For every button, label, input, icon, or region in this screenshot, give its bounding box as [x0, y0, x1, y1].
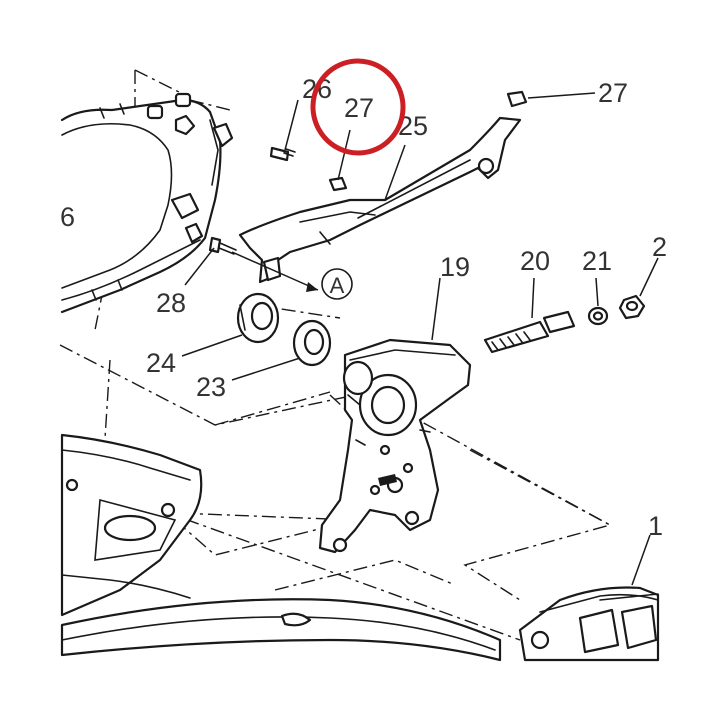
label-23: 23 — [196, 372, 226, 402]
frame-lower-left — [60, 433, 203, 617]
bolt-28 — [208, 236, 237, 255]
spacer-24 — [236, 292, 280, 344]
label-2-partial: 2 — [652, 232, 667, 262]
subframe-arm — [238, 116, 522, 284]
label-28: 28 — [156, 288, 186, 318]
bolt-20 — [483, 310, 576, 354]
washer-21 — [587, 306, 609, 326]
label-6: 6 — [60, 202, 75, 232]
rear-bracket — [518, 586, 660, 662]
label-24: 24 — [146, 348, 176, 378]
label-27-right: 27 — [598, 78, 628, 108]
leader-lines — [181, 92, 659, 586]
frame-bottom — [60, 598, 502, 662]
footrest-bracket-19 — [318, 338, 472, 554]
bolt-26 — [269, 146, 296, 162]
label-21: 21 — [582, 246, 612, 276]
part-labels: 26 27 25 27 6 28 A 19 20 21 2 24 23 1 — [60, 74, 667, 541]
cap-27-upper — [506, 90, 528, 108]
label-19: 19 — [440, 252, 470, 282]
nut-22 — [618, 294, 646, 320]
frame-upper-left — [60, 92, 234, 314]
label-1-partial: 1 — [648, 511, 663, 541]
label-20: 20 — [520, 246, 550, 276]
label-27-circled: 27 — [344, 93, 374, 123]
washer-23 — [292, 319, 332, 367]
callout-a-circle — [321, 268, 353, 300]
label-a: A — [330, 273, 345, 298]
red-highlight-circle — [310, 58, 406, 156]
